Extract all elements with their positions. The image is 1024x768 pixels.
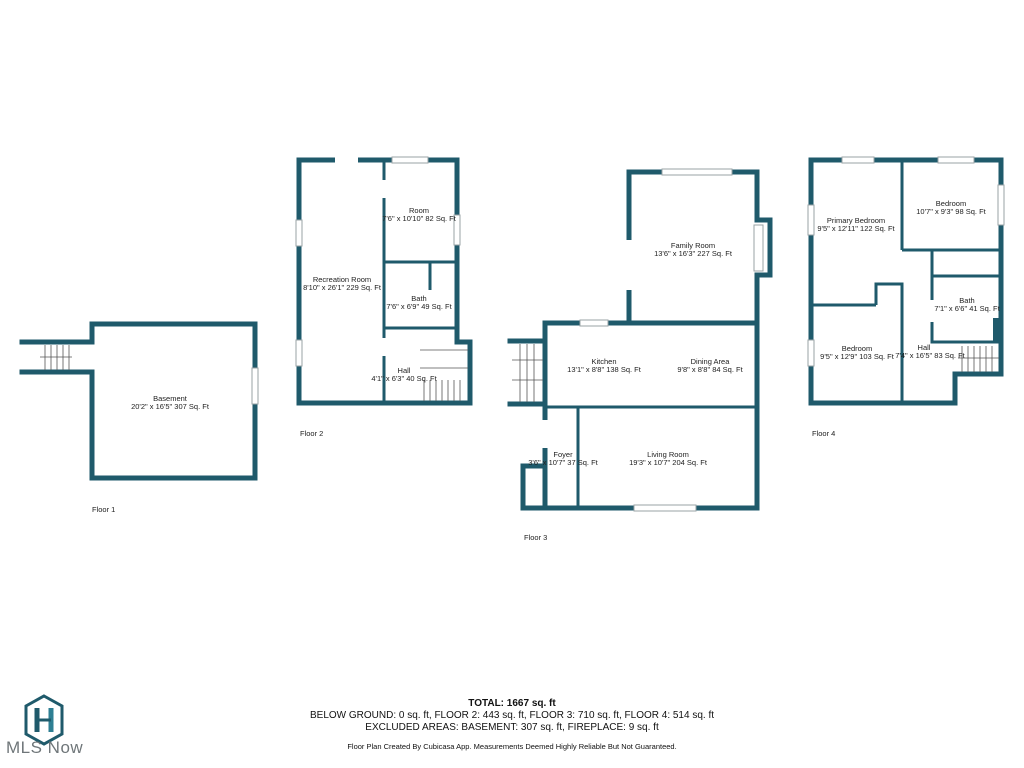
floor-3: Family Room 13'6" x 16'3" 227 Sq. Ft Kit… <box>507 168 773 542</box>
hall-dims: 7'4" x 16'5" 83 Sq. Ft <box>895 351 965 360</box>
bath-name: Bath <box>959 296 974 305</box>
logo-text: MLS Now <box>6 738 84 757</box>
kitchen-name: Kitchen <box>591 357 616 366</box>
stairs <box>958 346 999 372</box>
hall-name: Hall <box>398 366 411 375</box>
bedroom-dims: 10'7" x 9'3" 98 Sq. Ft <box>916 207 986 216</box>
floor-4-label: Floor 4 <box>812 429 835 438</box>
primary-bedroom-name: Primary Bedroom <box>827 216 885 225</box>
family-room-dims: 13'6" x 16'3" 227 Sq. Ft <box>654 249 733 258</box>
mls-now-logo <box>24 694 64 746</box>
floor-plan: Basement 20'2" x 16'5" 307 Sq. Ft Floor … <box>19 156 1005 542</box>
primary-bedroom-dims: 9'5" x 12'11" 122 Sq. Ft <box>817 224 895 233</box>
hall-name: Hall <box>918 343 931 352</box>
family-room-name: Family Room <box>671 241 715 250</box>
room-dims: 7'6" x 10'10" 82 Sq. Ft <box>382 214 457 223</box>
bedroom-name: Bedroom <box>936 199 966 208</box>
floor-3-label: Floor 3 <box>524 533 547 542</box>
bath-dims: 7'6" x 6'9" 49 Sq. Ft <box>386 302 452 311</box>
excluded-areas: EXCLUDED AREAS: BASEMENT: 307 sq. ft, FI… <box>365 722 659 733</box>
hall-dims: 4'1" x 6'3" 40 Sq. Ft <box>371 374 437 383</box>
basement-name: Basement <box>153 394 188 403</box>
bedroom-dims: 9'5" x 12'9" 103 Sq. Ft <box>820 352 895 361</box>
floor-2: Room 7'6" x 10'10" 82 Sq. Ft Recreation … <box>295 156 473 438</box>
stairs <box>40 345 72 370</box>
basement-dims: 20'2" x 16'5" 307 Sq. Ft <box>131 402 210 411</box>
recreation-room-dims: 8'10" x 26'1" 229 Sq. Ft <box>303 283 382 292</box>
dining-area-name: Dining Area <box>691 357 731 366</box>
foyer-dims: 3'6" x 10'7" 37 Sq. Ft <box>528 458 598 467</box>
room-name: Room <box>409 206 429 215</box>
floor-area-breakdown: BELOW GROUND: 0 sq. ft, FLOOR 2: 443 sq.… <box>309 710 715 721</box>
dining-area-dims: 9'8" x 8'8" 84 Sq. Ft <box>677 365 743 374</box>
recreation-room-name: Recreation Room <box>313 275 371 284</box>
foyer-name: Foyer <box>553 450 573 459</box>
bath-dims: 7'1" x 6'6" 41 Sq. Ft <box>934 304 1000 313</box>
floor-2-label: Floor 2 <box>300 429 323 438</box>
total-area: TOTAL: 1667 sq. ft <box>468 698 556 709</box>
floor-4: Primary Bedroom 9'5" x 12'11" 122 Sq. Ft… <box>807 156 1005 438</box>
stairs <box>420 349 468 401</box>
bath-name: Bath <box>411 294 426 303</box>
living-room-dims: 19'3" x 10'7" 204 Sq. Ft <box>629 458 708 467</box>
floor-1: Basement 20'2" x 16'5" 307 Sq. Ft Floor … <box>19 321 259 514</box>
stairs <box>512 344 543 402</box>
bedroom-name: Bedroom <box>842 344 872 353</box>
living-room-name: Living Room <box>647 450 689 459</box>
kitchen-dims: 13'1" x 8'8" 138 Sq. Ft <box>567 365 642 374</box>
credit-note: Floor Plan Created By Cubicasa App. Meas… <box>347 742 677 751</box>
floor-1-label: Floor 1 <box>92 505 115 514</box>
